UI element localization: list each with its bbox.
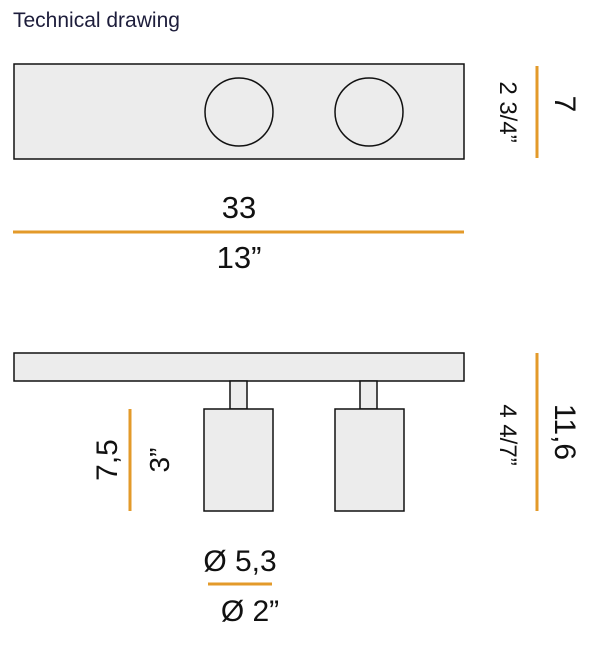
spot-body-1 bbox=[203, 408, 274, 512]
spot-head-2 bbox=[334, 77, 404, 147]
spot-height-imperial: 3” bbox=[144, 448, 175, 473]
diameter-metric: Ø 5,3 bbox=[203, 545, 276, 578]
width-metric: 33 bbox=[222, 190, 256, 225]
diameter-imperial: Ø 2” bbox=[221, 595, 279, 628]
rail bbox=[13, 352, 465, 382]
width-imperial: 13” bbox=[217, 240, 262, 275]
side-view: 11,6 4 4/7” 7,5 3” Ø 5,3 Ø 2” bbox=[13, 352, 581, 628]
height-metric: 7 bbox=[548, 96, 581, 113]
stem-1 bbox=[229, 380, 248, 410]
total-height-imperial: 4 4/7” bbox=[494, 404, 521, 465]
stem-2 bbox=[359, 380, 378, 410]
height-imperial: 2 3/4” bbox=[494, 81, 521, 142]
total-height-metric: 11,6 bbox=[548, 404, 581, 460]
spot-height-metric: 7,5 bbox=[91, 439, 124, 481]
spot-body-2 bbox=[334, 408, 405, 512]
top-view: 7 2 3/4” 33 13” bbox=[13, 63, 581, 275]
page-title: Technical drawing bbox=[13, 9, 180, 32]
spot-head-1 bbox=[204, 77, 274, 147]
